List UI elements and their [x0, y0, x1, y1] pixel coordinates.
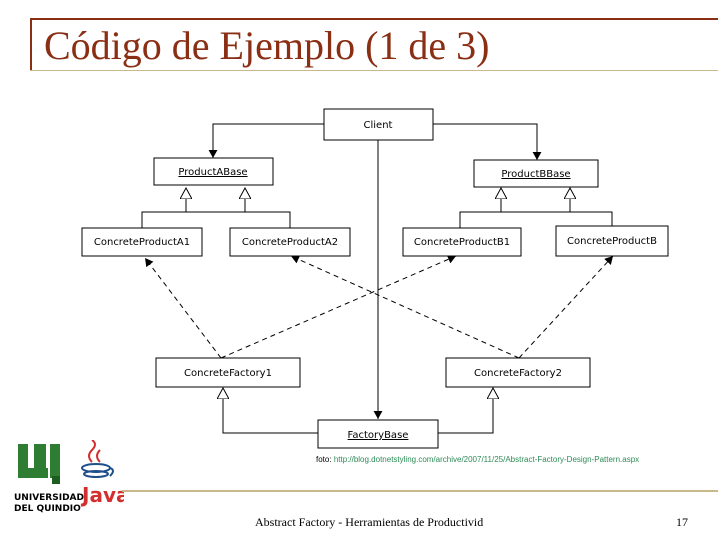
university-line2: DEL QUINDIO — [14, 504, 81, 514]
concrete-product-b-box: ConcreteProductB — [555, 225, 669, 257]
concrete-product-b1-label: ConcreteProductB1 — [414, 237, 510, 248]
slide-title: Código de Ejemplo (1 de 3) — [44, 23, 490, 68]
concrete-factory-1-box: ConcreteFactory1 — [155, 357, 301, 388]
university-java-logo: UNIVERSIDAD DEL QUINDIO Java — [14, 440, 124, 514]
java-cup-icon — [81, 440, 114, 478]
creation-dependencies — [144, 255, 614, 359]
inheritance-product-a — [141, 188, 291, 228]
title-underline — [30, 70, 718, 71]
inheritance-product-b — [459, 188, 613, 228]
title-frame-top — [30, 18, 718, 20]
factory-base-box: FactoryBase — [317, 419, 439, 449]
inheritance-factory — [223, 388, 493, 434]
client-associations — [208, 123, 542, 419]
product-b-base-label: ProductBBase — [501, 169, 570, 180]
title-frame-left — [30, 18, 32, 70]
uq-emblem-icon — [18, 444, 60, 484]
concrete-product-a1-box: ConcreteProductA1 — [81, 227, 203, 257]
university-line1: UNIVERSIDAD — [14, 493, 84, 503]
concrete-product-a2-label: ConcreteProductA2 — [242, 237, 338, 248]
credit-link[interactable]: http://blog.dotnetstyling.com/archive/20… — [333, 455, 640, 464]
page-number: 17 — [676, 515, 688, 529]
footer-text: Abstract Factory - Herramientas de Produ… — [255, 515, 483, 529]
concrete-factory-1-label: ConcreteFactory1 — [184, 368, 272, 379]
concrete-product-a1-label: ConcreteProductA1 — [94, 237, 190, 248]
java-text: Java — [80, 483, 124, 507]
concrete-factory-2-label: ConcreteFactory2 — [474, 368, 562, 379]
concrete-product-b-label: ConcreteProductB — [567, 236, 657, 247]
product-a-base-box: ProductABase — [153, 157, 274, 186]
product-a-base-label: ProductABase — [178, 167, 247, 178]
client-label: Client — [364, 120, 393, 131]
image-credit: foto: http://blog.dotnetstyling.com/arch… — [316, 455, 639, 464]
concrete-factory-2-box: ConcreteFactory2 — [445, 357, 591, 388]
credit-label: foto: — [316, 455, 332, 464]
concrete-product-a2-box: ConcreteProductA2 — [229, 227, 351, 257]
client-box: Client — [323, 108, 434, 141]
factory-base-label: FactoryBase — [348, 430, 409, 441]
concrete-product-b1-box: ConcreteProductB1 — [402, 227, 522, 257]
footer-rule — [122, 490, 718, 492]
product-b-base-box: ProductBBase — [473, 159, 599, 188]
